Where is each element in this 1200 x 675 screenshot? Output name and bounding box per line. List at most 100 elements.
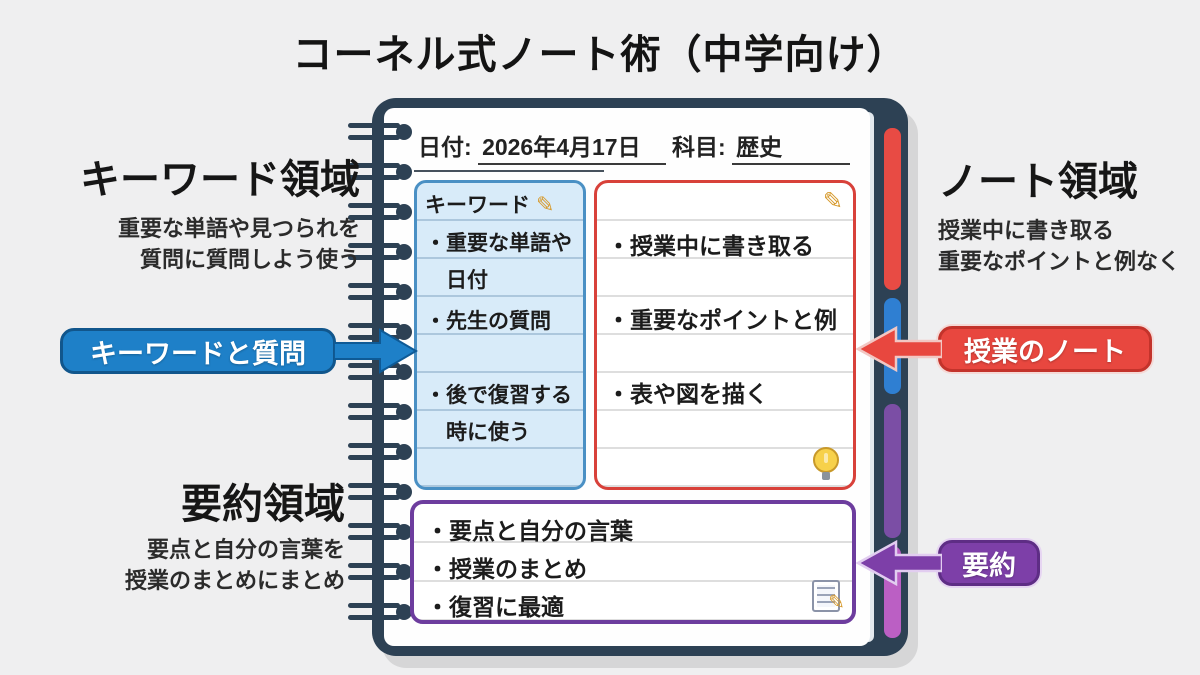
lightbulb-icon [813,447,839,480]
page-title: コーネル式ノート術（中学向け） [292,33,908,77]
ring-wire [348,563,400,568]
bookmark-tab-red [884,128,901,290]
left-arrow-icon [856,540,942,586]
ring-wire [348,615,400,620]
note-item: ・重要なポイントと例 [607,307,837,333]
ring-wire [348,483,400,488]
note-area-desc-line2: 重要なポイントと例なく [938,248,1181,274]
spiral-ring [348,322,414,344]
ring-wire [348,363,400,368]
spiral-ring [348,282,414,304]
spiral-ring [348,242,414,264]
ring-wire [348,495,400,500]
ring-dot [396,164,412,180]
keyword-area-heading: キーワード領域 [80,158,360,202]
spiral-ring [348,202,414,224]
ring-wire [348,575,400,580]
ring-wire [348,283,400,288]
spiral-ring [348,362,414,384]
spiral-ring [348,122,414,144]
spiral-ring [348,522,414,544]
pencil-icon: ✎ [828,592,845,614]
ring-wire [348,243,400,248]
spiral-ring [348,162,414,184]
right-arrow-icon [334,328,418,374]
summary-arrow-label: 要約 [938,540,1040,586]
date-label: 日付: [418,134,472,160]
summary-item: ・授業のまとめ [426,556,587,582]
ring-wire [348,203,400,208]
keyword-area-desc-line2: 質問に質問しよう使う [139,246,360,272]
spiral-ring [348,442,414,464]
summary-area-annotation: 要約領域 要点と自分の言葉を 授業のまとめにまとめ [55,481,345,596]
ring-wire [348,335,400,340]
keyword-area-annotation: キーワード領域 重要な単語や見つられを 質問に質問しよう使う [30,158,360,275]
ring-wire [348,443,400,448]
spiral-ring [348,482,414,504]
note-area-description: 授業中に書き取る 重要なポイントと例なく [938,215,1188,277]
ring-dot [396,364,412,380]
ring-wire [348,175,400,180]
summary-area-heading: 要約領域 [181,481,345,527]
notes-arrow-label: 授業のノート [938,326,1152,372]
ring-dot [396,244,412,260]
spiral-ring [348,602,414,624]
keyword-column: キーワード ✎ ・重要な単語や日付 ・先生の質問 ・後で復習する時に使う [414,180,586,490]
keyword-area-desc-line1: 重要な単語や見つられを [117,215,360,241]
ring-wire [348,163,400,168]
ring-wire [348,215,400,220]
subject-field: 科目: 歴史 [672,128,851,165]
note-item: ・授業中に書き取る [607,233,814,259]
pencil-icon: ✎ [822,188,843,215]
note-area-annotation: ノート領域 授業中に書き取る 重要なポイントと例なく [938,160,1188,277]
ring-wire [348,603,400,608]
keyword-item: ・先生の質問 [425,310,551,333]
keyword-header-label: キーワード [425,194,530,217]
ring-wire [348,455,400,460]
bookmark-tab-purple [884,404,901,538]
keyword-arrow-label: キーワードと質問 [60,328,336,374]
left-arrow-icon [856,326,942,372]
memo-note-icon: ✎ [812,580,845,614]
ring-dot [396,524,412,540]
ring-wire [348,295,400,300]
ring-wire [348,375,400,380]
ring-wire [348,403,400,408]
pencil-icon: ✎ [536,192,555,217]
summary-area-desc-line2: 授業のまとめにまとめ [124,567,345,593]
keyword-item: ・重要な単語や日付 [425,232,572,292]
keyword-column-header: キーワード ✎ [425,189,554,219]
notes-column: ✎ ・授業中に書き取る ・重要なポイントと例 ・表や図を描く [594,180,856,490]
summary-item: ・要点と自分の言葉 [426,518,633,544]
ring-wire [348,255,400,260]
ring-dot [396,204,412,220]
summary-section: ・要点と自分の言葉 ・授業のまとめ ・復習に最適 ✎ [410,500,856,624]
summary-area-description: 要点と自分の言葉を 授業のまとめにまとめ [55,534,345,596]
ring-dot [396,324,412,340]
summary-area-desc-line1: 要点と自分の言葉を [146,536,345,562]
ring-wire [348,135,400,140]
ring-dot [396,124,412,140]
keyword-item: ・後で復習する時に使う [425,384,572,444]
ring-dot [396,564,412,580]
ring-dot [396,484,412,500]
note-area-heading: ノート領域 [938,160,1138,204]
ring-wire [348,523,400,528]
date-field: 日付: 2026年4月17日 [418,128,667,165]
ring-dot [396,604,412,620]
spiral-ring [348,562,414,584]
keyword-area-description: 重要な単語や見つられを 質問に質問しよう使う [30,213,360,275]
ring-wire [348,415,400,420]
spiral-ring [348,402,414,424]
date-value: 2026年4月17日 [478,128,667,165]
ring-dot [396,284,412,300]
ring-wire [348,323,400,328]
ring-wire [348,535,400,540]
note-area-desc-line1: 授業中に書き取る [938,217,1115,243]
note-item: ・表や図を描く [607,381,768,407]
subject-value: 歴史 [732,128,851,165]
ring-dot [396,404,412,420]
ring-dot [396,444,412,460]
summary-item: ・復習に最適 [426,594,564,620]
